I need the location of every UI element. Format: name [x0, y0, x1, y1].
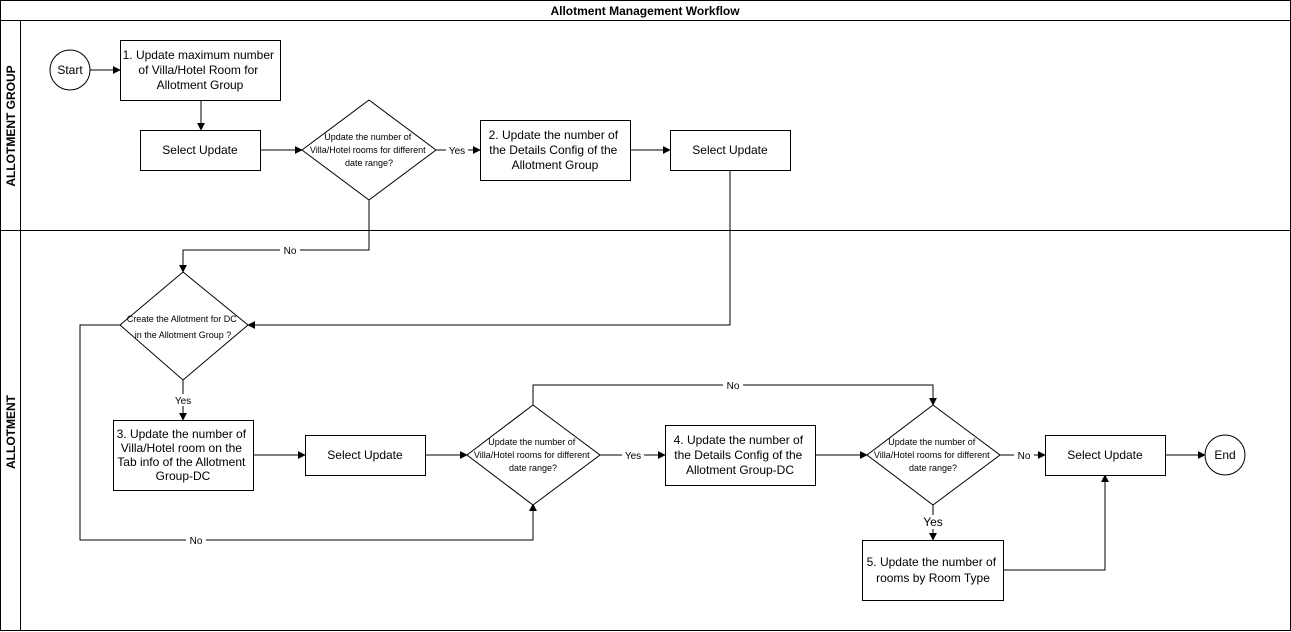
step-4-line-1: 4. Update the number of — [674, 433, 804, 447]
svg-text:Update the number of Vil: Update the number of Villa/Hotel rooms f… — [474, 437, 592, 473]
decision-1-line-3: date range? — [345, 158, 393, 168]
step-2-box: 2. Update the number of the Details Conf… — [480, 120, 631, 181]
select-update-3-label: Select Update — [327, 448, 403, 462]
select-update-3-box: Select Update — [305, 435, 426, 476]
select-update-2-label: Select Update — [692, 143, 768, 157]
step-5-box: 5. Update the number of rooms by Room Ty… — [862, 540, 1004, 601]
select-update-1-label: Select Update — [162, 143, 238, 157]
step-4-box: 4. Update the number of the Details Conf… — [665, 425, 816, 486]
decision-4-line-1: Update the number of — [888, 437, 976, 447]
decision-2: Create the Allotment for DC in the Allot… — [119, 271, 249, 381]
decision-1-line-2: Villa/Hotel rooms for different — [310, 145, 426, 155]
svg-text:4. Update the number of: 4. Update the number of the Details Conf… — [674, 433, 807, 477]
decision-1-line-1: Update the number of — [324, 132, 412, 142]
decision-2-line-2: in the Allotment Group ? — [135, 330, 232, 340]
decision-4-line-2: Villa/Hotel rooms for different — [874, 450, 990, 460]
decision-3-line-3: date range? — [509, 463, 557, 473]
svg-text:1. Update maximum number: 1. Update maximum number of Villa/Hotel … — [123, 48, 278, 92]
edge-label-d3-no: No — [727, 381, 740, 392]
step-1-line-3: Allotment Group — [157, 78, 244, 92]
select-update-4-label: Select Update — [1067, 448, 1143, 462]
step-2-line-3: Allotment Group — [512, 158, 599, 172]
decision-4: Update the number of Villa/Hotel rooms f… — [866, 404, 1001, 506]
step-1-line-1: 1. Update maximum number — [123, 48, 274, 62]
step-2-line-2: the Details Config of the — [489, 143, 617, 157]
decision-3: Update the number of Villa/Hotel rooms f… — [466, 404, 601, 506]
step-4-line-2: the Details Config of the — [674, 448, 802, 462]
step-4-line-3: Allotment Group-DC — [686, 463, 794, 477]
lane-label-allotment: ALLOTMENT — [4, 394, 18, 469]
edge-label-d2-no: No — [190, 536, 203, 547]
start-label: Start — [57, 63, 83, 77]
step-3-line-3: Tab info of the Allotment — [117, 455, 246, 469]
svg-text:3. Update the number of: 3. Update the number of Villa/Hotel room… — [117, 427, 250, 483]
select-update-2-box: Select Update — [670, 130, 791, 171]
end-node: End — [1204, 434, 1246, 476]
step-1-box: 1. Update maximum number of Villa/Hotel … — [120, 40, 281, 101]
end-label: End — [1214, 448, 1235, 462]
start-node: Start — [49, 49, 91, 91]
step-3-line-4: Group-DC — [156, 469, 211, 483]
svg-text:Update the number of Vil: Update the number of Villa/Hotel rooms f… — [874, 437, 992, 473]
step-5-line-2: rooms by Room Type — [876, 571, 990, 585]
step-3-box: 3. Update the number of Villa/Hotel room… — [113, 420, 254, 491]
step-5-line-1: 5. Update the number of — [867, 555, 997, 569]
connectors — [79, 66, 1206, 571]
edge-label-d4-no: No — [1018, 451, 1031, 462]
decision-2-line-1: Create the Allotment for DC — [127, 314, 238, 324]
step-3-line-2: Villa/Hotel room on the — [121, 441, 243, 455]
edge-label-d1-no: No — [284, 246, 297, 257]
edge-label-d4-yes: Yes — [923, 515, 943, 529]
decision-3-line-1: Update the number of — [488, 437, 576, 447]
svg-text:5. Update the number of: 5. Update the number of rooms by Room Ty… — [867, 555, 1000, 585]
edge-label-d3-yes: Yes — [625, 451, 641, 462]
diagram-title: Allotment Management Workflow — [550, 4, 740, 18]
step-3-line-1: 3. Update the number of — [117, 427, 247, 441]
svg-text:Create the Allotment for DC: Create the Allotment for DC in the Allot… — [127, 314, 240, 340]
edge-labels: Yes No Yes No Yes No Yes No — [172, 144, 1034, 547]
decision-1: Update the number of Villa/Hotel rooms f… — [301, 99, 437, 201]
step-1-line-2: of Villa/Hotel Room for — [138, 63, 258, 77]
svg-text:2. Update the number of: 2. Update the number of the Details Conf… — [489, 128, 622, 172]
select-update-1-box: Select Update — [140, 130, 261, 171]
step-2-line-1: 2. Update the number of — [489, 128, 619, 142]
decision-4-line-3: date range? — [909, 463, 957, 473]
edge-label-d2-yes: Yes — [175, 396, 191, 407]
decision-3-line-2: Villa/Hotel rooms for different — [474, 450, 590, 460]
svg-text:Update the number of Vil: Update the number of Villa/Hotel rooms f… — [310, 132, 428, 168]
select-update-4-box: Select Update — [1045, 435, 1166, 476]
edge-label-d1-yes: Yes — [449, 146, 465, 157]
lane-label-allotment-group: ALLOTMENT GROUP — [4, 65, 18, 186]
